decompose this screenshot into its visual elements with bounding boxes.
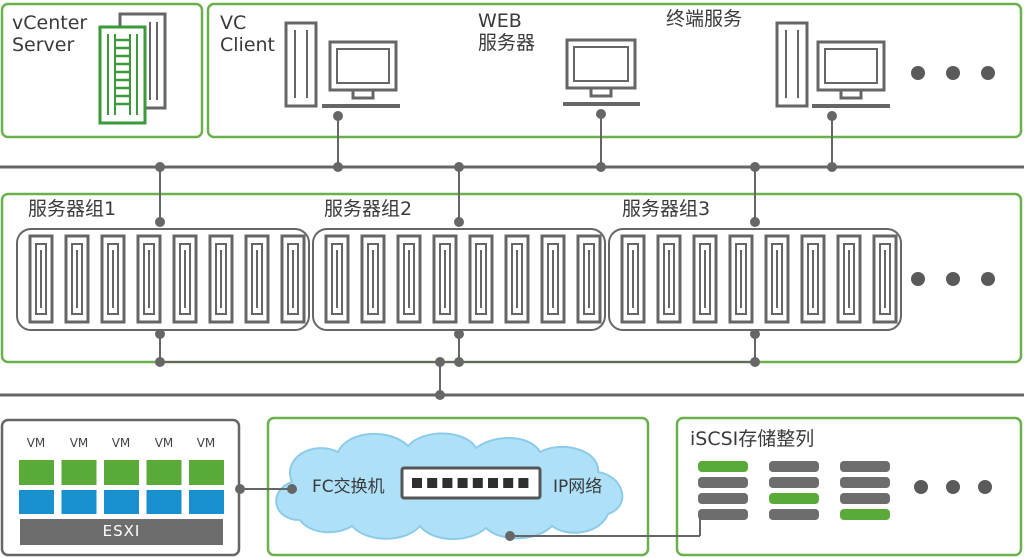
vm-label: VM bbox=[111, 436, 131, 450]
vm-memory-block bbox=[146, 460, 182, 485]
more-storage-dot bbox=[946, 480, 960, 494]
web-server-computer-icon bbox=[563, 38, 640, 106]
blade-server-icon bbox=[396, 234, 422, 324]
blade-server-icon bbox=[468, 234, 494, 324]
blade-server-icon bbox=[728, 234, 754, 324]
vm-storage-block bbox=[189, 490, 224, 514]
vm-memory-block bbox=[19, 460, 54, 485]
web-server-label: WEB 服务器 bbox=[478, 10, 536, 54]
vm-storage-block bbox=[146, 490, 182, 514]
blade-server-icon bbox=[280, 234, 306, 324]
switch-port bbox=[457, 478, 468, 488]
switch-port bbox=[488, 478, 498, 488]
blade-server-icon bbox=[540, 234, 566, 324]
server-group-3-label: 服务器组3 bbox=[622, 198, 711, 220]
blade-server-icon bbox=[764, 234, 790, 324]
blade-server-icon bbox=[172, 234, 198, 324]
esxi-vm-blocks bbox=[19, 460, 224, 514]
fc-switch-icon bbox=[400, 466, 542, 500]
storage-disk bbox=[840, 461, 890, 472]
iscsi-array-label: iSCSI存储整列 bbox=[690, 428, 815, 450]
switch-port bbox=[427, 478, 438, 488]
vm-memory-block bbox=[61, 460, 97, 485]
vc-client-computer-icon bbox=[284, 21, 400, 108]
switch-port bbox=[412, 478, 422, 488]
blade-server-icon bbox=[28, 234, 54, 324]
server-group-3-rack bbox=[608, 228, 902, 331]
blade-server-icon bbox=[432, 234, 458, 324]
storage-disk bbox=[769, 509, 819, 520]
clients-frame bbox=[206, 2, 1023, 139]
server-group-1-rack bbox=[16, 228, 310, 331]
san-connectors bbox=[235, 484, 701, 541]
more-clients-dot bbox=[981, 66, 995, 80]
iscsi-storage-arrays bbox=[698, 461, 890, 520]
blade-server-icon bbox=[800, 234, 826, 324]
more-servers-dot bbox=[946, 272, 960, 286]
vcenter-frame bbox=[0, 2, 204, 139]
iscsi-frame bbox=[675, 416, 1023, 557]
blade-server-icon bbox=[324, 234, 350, 324]
storage-disk bbox=[769, 461, 819, 472]
vcenter-server-icon bbox=[98, 12, 167, 125]
vm-storage-block bbox=[19, 490, 54, 514]
blade-server-icon bbox=[208, 234, 234, 324]
storage-disk bbox=[698, 509, 748, 520]
blade-server-icon bbox=[692, 234, 718, 324]
storage-disk bbox=[840, 493, 890, 504]
blade-server-icon bbox=[136, 234, 162, 324]
vm-storage-block bbox=[61, 490, 97, 514]
more-storage-dot bbox=[978, 480, 992, 494]
blade-server-icon bbox=[872, 234, 898, 324]
switch-port bbox=[503, 478, 514, 488]
server-group-2-rack bbox=[312, 228, 606, 331]
vcenter-server-label: vCenter Server bbox=[12, 12, 88, 56]
terminal-service-computer-icon bbox=[775, 21, 890, 108]
more-storage-dot bbox=[914, 480, 928, 494]
blade-server-icon bbox=[836, 234, 862, 324]
bottom-connectors bbox=[155, 329, 760, 400]
more-servers-dot bbox=[911, 272, 925, 286]
esxi-label: ESXI bbox=[102, 522, 141, 540]
switch-port bbox=[472, 478, 483, 488]
vm-memory-block bbox=[189, 460, 224, 485]
more-clients-dot bbox=[946, 66, 960, 80]
storage-disk bbox=[698, 477, 748, 488]
blade-server-icon bbox=[504, 234, 530, 324]
more-clients-dot bbox=[911, 66, 925, 80]
vm-storage-block bbox=[104, 490, 139, 514]
blade-server-icon bbox=[244, 234, 270, 324]
vm-label: VM bbox=[26, 436, 46, 450]
san-frame bbox=[266, 416, 650, 557]
fc-switch-label: FC交换机 bbox=[312, 477, 385, 497]
vm-memory-block bbox=[104, 460, 139, 485]
vm-label: VM bbox=[69, 436, 89, 450]
blade-server-icon bbox=[64, 234, 90, 324]
storage-disk bbox=[840, 477, 890, 488]
more-servers-dot bbox=[981, 272, 995, 286]
esxi-hypervisor-bar bbox=[20, 519, 223, 545]
vm-label: VM bbox=[154, 436, 174, 450]
storage-disk bbox=[769, 477, 819, 488]
server-group-2-label: 服务器组2 bbox=[324, 198, 413, 220]
blade-server-icon bbox=[656, 234, 682, 324]
ip-network-label: IP网络 bbox=[553, 477, 603, 497]
switch-port bbox=[518, 478, 529, 488]
blade-server-icon bbox=[100, 234, 126, 324]
terminal-service-label: 终端服务 bbox=[666, 8, 743, 30]
server-group-1-label: 服务器组1 bbox=[28, 198, 117, 220]
storage-disk bbox=[769, 493, 819, 504]
vm-label: VM bbox=[196, 436, 216, 450]
blade-server-icon bbox=[620, 234, 646, 324]
switch-port bbox=[442, 478, 453, 488]
storage-disk bbox=[698, 461, 748, 472]
storage-disk bbox=[698, 493, 748, 504]
blade-server-icon bbox=[576, 234, 602, 324]
blade-server-icon bbox=[360, 234, 386, 324]
top-connectors bbox=[155, 109, 837, 227]
vc-client-label: VC Client bbox=[220, 12, 276, 56]
storage-disk bbox=[840, 509, 890, 520]
